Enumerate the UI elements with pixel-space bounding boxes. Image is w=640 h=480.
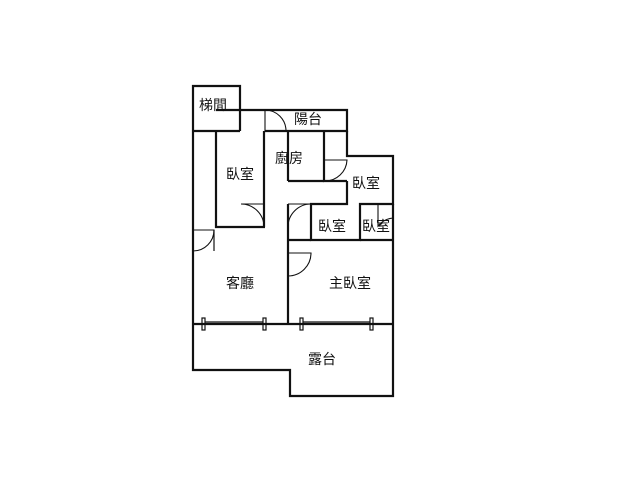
door-kitchen-swing [324,159,348,182]
wall-right-lower [191,131,395,398]
wall-balcony [265,108,349,133]
wall-stairwell [191,84,242,131]
label-balcony: 陽台 [294,112,322,128]
label-stairwell: 梯間 [199,98,227,114]
label-bedroom-left: 臥室 [226,166,254,183]
wall-right [345,131,395,206]
room-labels: 梯間 陽台 廚房 臥室 臥室 臥室 臥室 客廳 主臥室 露台 [199,98,390,368]
door-post-1 [201,317,206,331]
door-post-2 [262,317,267,331]
door-swings [192,109,394,277]
label-bedroom-small-2: 臥室 [362,218,390,235]
label-master-bedroom: 主臥室 [329,275,371,292]
label-living-room: 客廳 [226,275,254,292]
door-bedroom-left-swing [240,203,265,228]
wall-kitchen-right [322,131,347,183]
door-master-swing [287,252,312,277]
door-entrance-swing [192,229,215,252]
door-balcony-swing [264,109,287,132]
door-small-bedroom-1-swing [287,203,312,228]
door-post-3 [299,317,304,331]
door-small-bedroom-2-swing [377,204,394,228]
label-bedroom-right-top: 臥室 [352,175,380,192]
label-terrace: 露台 [308,352,336,368]
sliding-doors [201,317,374,331]
door-post-4 [369,317,374,331]
interior-walls [193,131,393,326]
wall-bedroom-left [214,131,240,229]
label-bedroom-small-1: 臥室 [318,218,346,235]
label-kitchen: 廚房 [275,150,303,167]
